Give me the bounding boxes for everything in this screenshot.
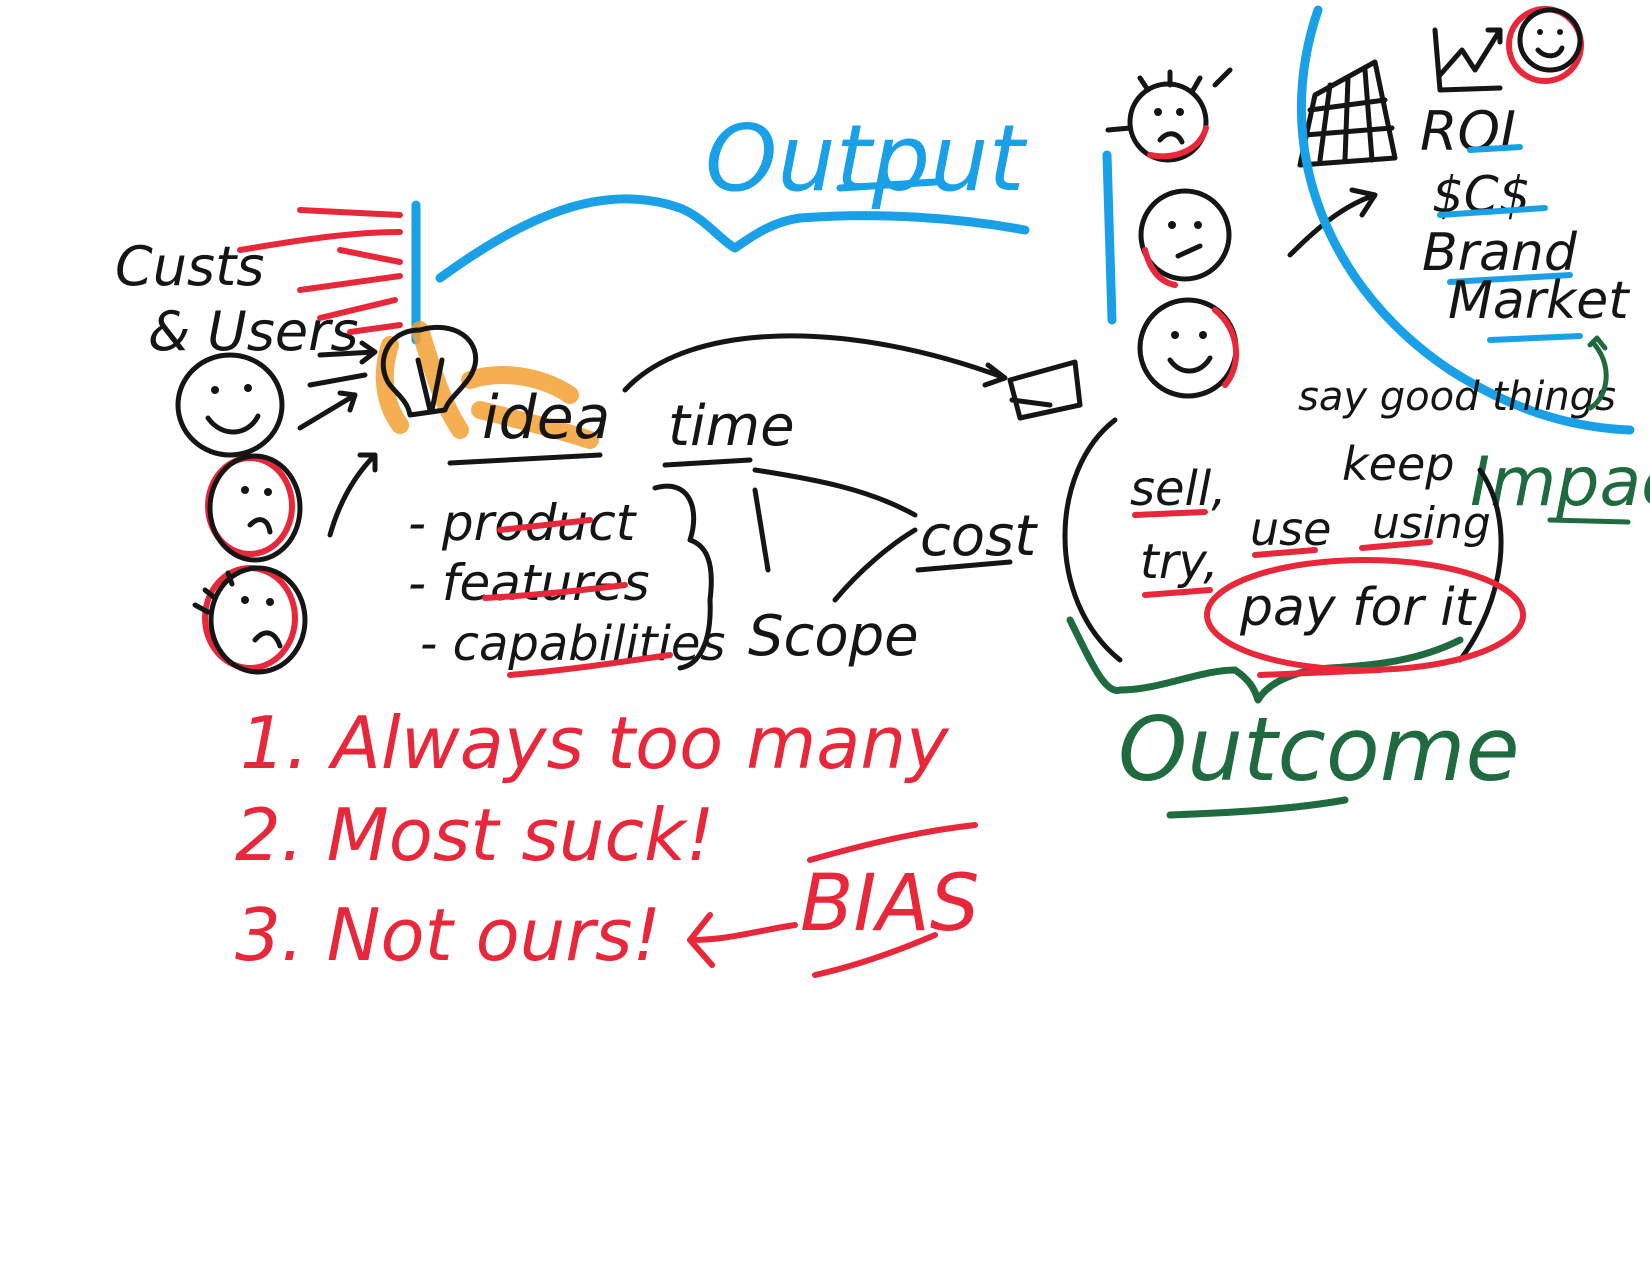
money-underline [1437, 205, 1548, 218]
outcome-underline [1166, 796, 1349, 819]
time-label: time [668, 394, 795, 459]
use-label: use [1250, 502, 1331, 556]
pay-for-it-underline [1257, 667, 1383, 678]
bias-bottom-stroke [812, 932, 938, 978]
outcome-loop [1062, 417, 1504, 663]
item-product: - product [408, 494, 638, 552]
unhappy-customer-face [205, 453, 303, 563]
output-label: Output [705, 105, 1028, 212]
outcome-label: Outcome [1118, 698, 1520, 801]
custs-red-strokes [237, 207, 403, 335]
say-good-things-label: say good things [1298, 374, 1616, 420]
user-to-idea-arrows [297, 340, 378, 538]
try-underline [1142, 587, 1213, 598]
item-features: - features [408, 554, 650, 612]
sell-label: sell, [1130, 461, 1226, 517]
impact-curve [1296, 5, 1635, 435]
using-underline [1359, 539, 1433, 551]
roi-label: ROI [1420, 100, 1516, 163]
brand-label: Brand [1422, 223, 1578, 283]
brand-underline [1447, 272, 1573, 285]
right-blue-divider [1102, 150, 1117, 325]
items-red-underlines [482, 517, 673, 678]
bias-arrow [687, 912, 798, 968]
market-label: Market [1448, 271, 1630, 331]
list-item-2: 2. Most suck! [235, 793, 715, 877]
output-bracket [435, 194, 1030, 283]
neutral-face [1138, 188, 1232, 288]
frustrated-customer-face [192, 565, 308, 675]
list-item-1: 1. Always too many [240, 701, 950, 785]
smiley-icon [1506, 6, 1584, 84]
sell-underline [1132, 509, 1208, 518]
trend-chart-icon [1432, 27, 1503, 93]
iron-triangle [752, 467, 918, 603]
outcome-bracket [1066, 616, 1464, 704]
keep-label: keep [1342, 437, 1454, 491]
roi-underline [1467, 144, 1523, 153]
lightbulb-icon [375, 321, 599, 449]
bias-top-stroke [807, 822, 978, 863]
green-hook-arrow [1587, 335, 1609, 411]
output-underline [836, 178, 939, 192]
cost-underline [915, 559, 1013, 573]
try-label: try, [1140, 534, 1219, 590]
idea-underline [447, 452, 603, 466]
growth-arrow [1287, 187, 1378, 258]
custs-label: Custs [115, 235, 264, 298]
list-item-3: 3. Not ours! [235, 893, 661, 977]
time-underline [662, 457, 753, 468]
building-icon [1297, 59, 1398, 168]
impact-underline [1547, 517, 1631, 525]
product-box-icon [1007, 359, 1083, 421]
sad-face-top [1105, 67, 1233, 163]
idea-to-output-arrow [622, 333, 1008, 393]
scope-label: Scope [748, 604, 919, 669]
cost-label: cost [920, 504, 1038, 569]
impact-label: Impact [1470, 443, 1650, 522]
happy-face-right [1137, 297, 1240, 399]
market-underline [1487, 333, 1583, 343]
idea-label: idea [482, 383, 610, 453]
happy-customer-face [175, 352, 285, 458]
pay-for-it-label: pay for it [1239, 578, 1477, 638]
bias-label: BIAS [800, 859, 979, 949]
use-underline [1252, 547, 1318, 558]
item-capabilities: - capabilities [420, 616, 725, 672]
items-brace [652, 483, 714, 671]
